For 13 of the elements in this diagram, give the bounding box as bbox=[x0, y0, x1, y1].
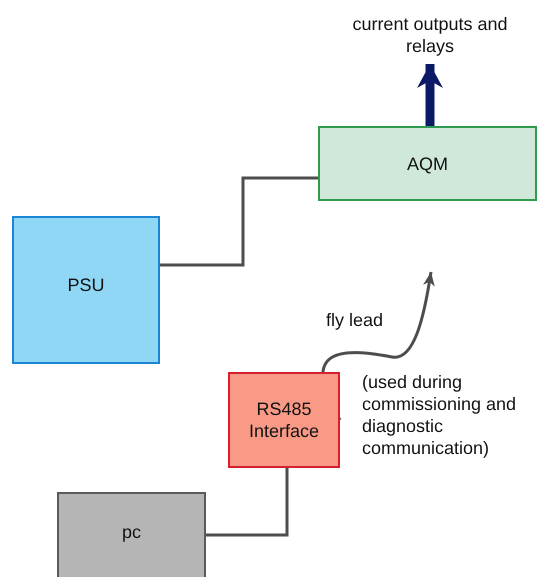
node-text: pc bbox=[122, 521, 141, 543]
node-text: AQM bbox=[406, 152, 448, 174]
computer-box bbox=[57, 492, 206, 577]
node-text: PSU bbox=[67, 274, 104, 296]
note-text: (used during commissioning and diagnostic communication) bbox=[362, 371, 518, 459]
power-supply-box bbox=[12, 216, 160, 364]
node-text: RS485 Interface bbox=[248, 398, 320, 442]
node-text: current outputs and relays bbox=[351, 13, 509, 57]
module-box bbox=[318, 126, 537, 201]
arrow bbox=[417, 64, 443, 126]
interface-box bbox=[228, 372, 340, 468]
connector-line bbox=[206, 468, 288, 536]
connector-line bbox=[160, 176, 318, 266]
